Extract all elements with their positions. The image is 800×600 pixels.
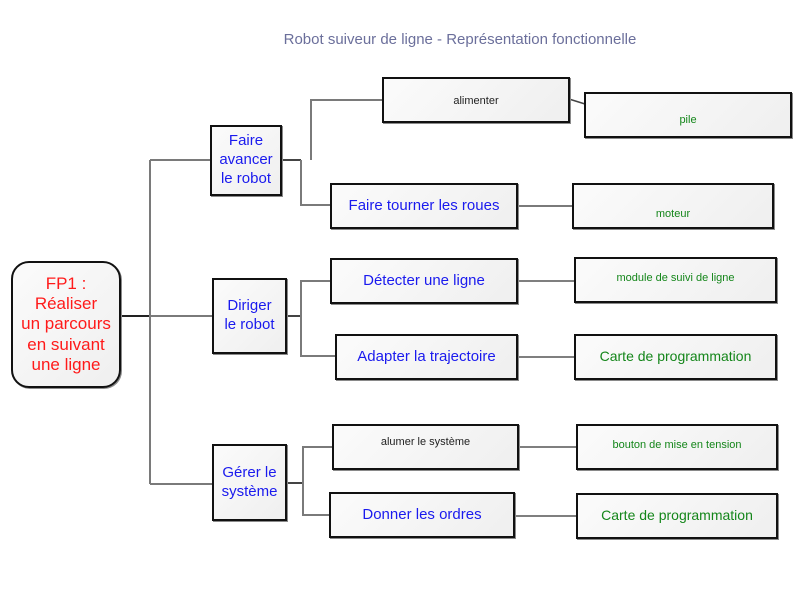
solution-box-pile[interactable]: pile	[584, 92, 792, 138]
subfunction-box-alimenter[interactable]: alimenter	[382, 77, 570, 123]
root-function-label: FP1 : Réaliser un parcours en suivant un…	[21, 273, 111, 375]
solution-label: bouton de mise en tension	[612, 439, 742, 451]
diagram-title: Robot suiveur de ligne - Représentation …	[283, 31, 637, 48]
connector-f3-ordres	[302, 483, 330, 516]
connector-f2-adapter	[300, 316, 336, 357]
connector-f2-detecter	[300, 280, 331, 316]
function-label: Faire avancer le robot	[219, 132, 273, 187]
subfunction-label: Adapter la trajectoire	[357, 347, 496, 365]
subfunction-box-faire-tourner[interactable]: Faire tourner les roues	[330, 183, 518, 229]
root-function-box[interactable]: FP1 : Réaliser un parcours en suivant un…	[11, 261, 121, 388]
subfunction-box-adapter[interactable]: Adapter la trajectoire	[335, 334, 518, 380]
solution-label: module de suivi de ligne	[616, 272, 735, 284]
function-box-diriger[interactable]: Diriger le robot	[212, 278, 287, 354]
connector-f3-alumer	[302, 446, 333, 483]
function-label: Gérer le système	[221, 463, 278, 500]
function-label: Diriger le robot	[224, 297, 275, 333]
subfunction-box-donner[interactable]: Donner les ordres	[329, 492, 515, 538]
solution-label: moteur	[655, 208, 691, 220]
subfunction-label: Donner les ordres	[362, 505, 482, 523]
subfunction-label: Détecter une ligne	[363, 271, 485, 289]
subfunction-box-alumer[interactable]: alumer le système	[332, 424, 519, 470]
subfunction-label: alimenter	[453, 95, 499, 107]
solution-box-moteur[interactable]: moteur	[572, 183, 774, 229]
solution-box-carte-programmation-2[interactable]: Carte de programmation	[576, 493, 778, 539]
solution-label: Carte de programmation	[601, 507, 753, 524]
connector-f1-alimenter	[310, 99, 383, 160]
function-box-faire-avancer[interactable]: Faire avancer le robot	[210, 125, 282, 196]
subfunction-label: alumer le système	[380, 436, 471, 448]
subfunction-box-detecter[interactable]: Détecter une ligne	[330, 258, 518, 304]
solution-box-bouton[interactable]: bouton de mise en tension	[576, 424, 778, 470]
solution-box-carte-programmation-1[interactable]: Carte de programmation	[574, 334, 777, 380]
function-box-gerer[interactable]: Gérer le système	[212, 444, 287, 521]
connector-f1-roues	[300, 160, 331, 206]
solution-box-module-suivi[interactable]: module de suivi de ligne	[574, 257, 777, 303]
connector-alimenter-pile	[568, 98, 586, 105]
solution-label: Carte de programmation	[599, 348, 752, 365]
solution-label: pile	[679, 114, 697, 126]
subfunction-label: Faire tourner les roues	[348, 196, 500, 214]
